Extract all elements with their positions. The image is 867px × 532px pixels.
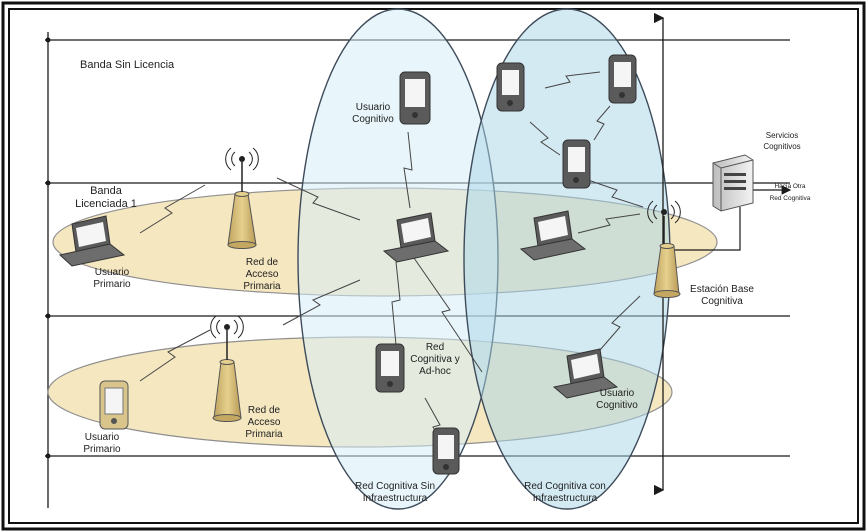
handheld-infra-1-icon (496, 62, 525, 112)
cognitive-services-server-icon (712, 154, 754, 212)
wireless-link (391, 261, 401, 346)
adhoc-network-label-line2: Cognitiva y (410, 354, 459, 365)
cognitive-base-station-tower (647, 200, 681, 298)
cognitive-user-laptop-icon (552, 348, 619, 399)
band-licensed-label-line2: Licenciada 1 (75, 198, 137, 210)
axis-dots (45, 37, 51, 459)
cognitive-network-with-infrastructure-area (463, 8, 671, 510)
primary-access-tower-1 (225, 147, 259, 249)
adhoc-network-label-line3: Ad-hoc (419, 366, 451, 377)
wireless-link (282, 279, 361, 326)
primary-user-1-label-line2: Primario (93, 279, 131, 290)
access-network-2-label-line3: Primaria (245, 429, 283, 440)
wireless-link (413, 257, 483, 373)
cognitive-user-bottom-label-line1: Usuario (600, 388, 635, 399)
handheld-infra-2-icon (608, 54, 637, 104)
cognitive-user-top-label-line1: Usuario (356, 102, 391, 113)
cognitive-adhoc-laptop-icon (382, 212, 450, 263)
network-without-infrastructure-label-line2: Infraestructura (363, 493, 428, 504)
base-station-server-link (672, 207, 741, 251)
wireless-link (593, 105, 611, 141)
access-network-1-label-line1: Red de (246, 257, 279, 268)
cognitive-user-top-label-line2: Cognitivo (352, 114, 394, 125)
network-without-infrastructure-label-line1: Red Cognitiva Sin (355, 481, 435, 492)
wireless-link (403, 131, 413, 209)
services-label-line1: Servicios (766, 131, 798, 140)
other-network-link-label-line2: Red Cognitiva (770, 195, 811, 202)
access-network-2-label-line2: Acceso (248, 417, 281, 428)
cognitive-user-bottom-label-line2: Cognitivo (596, 400, 638, 411)
handheld-bottom-icon (432, 427, 460, 475)
wireless-link (544, 71, 601, 89)
handheld-infra-3-icon (562, 139, 591, 189)
primary-user-2-label-line1: Usuario (85, 432, 120, 443)
access-network-1-label-line2: Acceso (246, 269, 279, 280)
access-network-1-label-line3: Primaria (243, 281, 281, 292)
band-licensed-label-line1: Banda (90, 185, 123, 197)
primary-user-1-label-line1: Usuario (95, 267, 130, 278)
wireless-link (577, 213, 641, 234)
access-network-2-label-line1: Red de (248, 405, 281, 416)
base-station-label-line2: Cognitiva (701, 296, 743, 307)
base-station-label-line1: Estación Base (690, 284, 754, 295)
services-label-line2: Cognitivos (763, 142, 800, 151)
network-with-infrastructure-label-line2: Infraestructura (533, 493, 598, 504)
primary-user-2-label-line2: Primario (83, 444, 121, 455)
cognitive-infra-laptop-icon (519, 210, 587, 261)
adhoc-network-label-line1: Red (426, 342, 444, 353)
wireless-link (587, 179, 644, 208)
network-with-infrastructure-label-line1: Red Cognitiva con (524, 481, 606, 492)
cognitive-user-handheld-top-icon (399, 71, 431, 125)
other-network-link-label-line1: Hacia Otra (774, 183, 805, 190)
primary-user-handheld-icon (99, 380, 129, 430)
wireless-link (529, 121, 561, 156)
handheld-adhoc-icon (375, 343, 405, 393)
primary-access-tower-2 (210, 315, 244, 422)
wireless-link (276, 177, 361, 221)
wireless-links (139, 71, 644, 453)
wireless-link (139, 184, 206, 234)
primary-user-laptop-icon (58, 215, 126, 267)
inner-frame (8, 8, 859, 524)
wireless-link (599, 295, 641, 351)
wireless-link (139, 329, 211, 382)
band-unlicensed-label: Banda Sin Licencia (80, 59, 175, 71)
